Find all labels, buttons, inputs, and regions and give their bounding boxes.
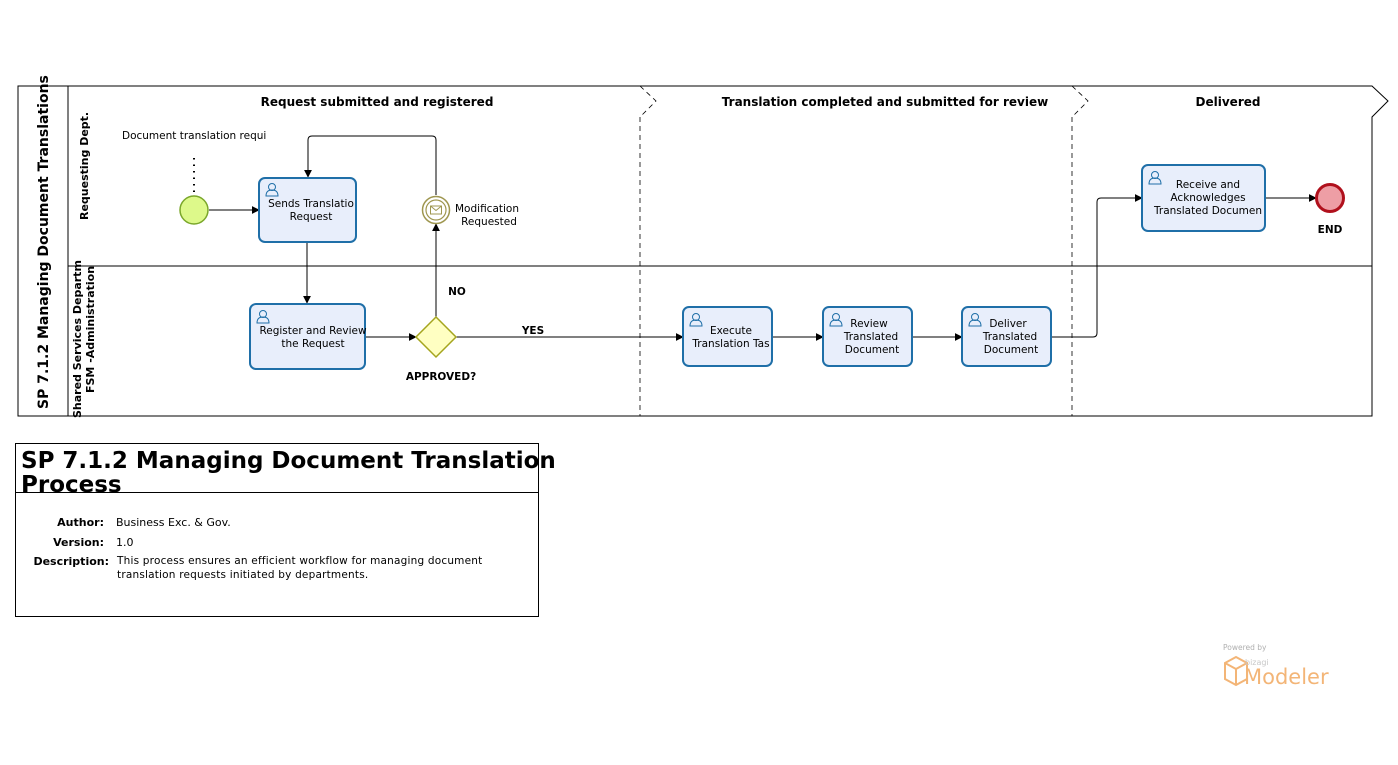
task-register-review[interactable]: Register and Review the Request bbox=[249, 303, 367, 370]
process-title: SP 7.1.2 Managing Document Translation P… bbox=[16, 444, 556, 497]
task-sends-translation-request[interactable]: Sends Translatio Request bbox=[258, 177, 357, 243]
watermark-brand: bizagi bbox=[1245, 658, 1269, 667]
author-value: Business Exc. & Gov. bbox=[116, 516, 231, 529]
lane-shared-label-1: Shared Services Departm bbox=[71, 260, 84, 418]
task-label-line: Document bbox=[984, 344, 1038, 356]
task-label-line: Translation Tas bbox=[691, 338, 769, 350]
task-execute-translation[interactable]: Execute Translation Tas bbox=[682, 306, 773, 367]
task-label-line: Acknowledges bbox=[1170, 192, 1245, 204]
event-label-line: Requested bbox=[461, 216, 517, 228]
task-review-translated[interactable]: Review Translated Document bbox=[822, 306, 913, 367]
user-task-icon bbox=[689, 313, 703, 327]
sequence-flows bbox=[209, 135, 1317, 341]
flow-label-yes: YES bbox=[521, 325, 544, 337]
flow-modification-to-sends bbox=[304, 135, 437, 195]
process-title-line-2: Process bbox=[21, 472, 122, 498]
process-info-box: SP 7.1.2 Managing Document Translation P… bbox=[15, 443, 556, 617]
description-line-1: This process ensures an efficient workfl… bbox=[117, 555, 483, 567]
description-label: Description: bbox=[33, 555, 109, 568]
task-label-line: Request bbox=[290, 211, 333, 223]
milestone-title-1: Request submitted and registered bbox=[261, 95, 494, 109]
lane-headers: Requesting Dept. Shared Services Departm… bbox=[71, 112, 97, 418]
user-task-icon bbox=[1148, 171, 1162, 185]
milestone-title-3: Delivered bbox=[1196, 95, 1261, 109]
flow-deliver-to-receive bbox=[1052, 194, 1143, 338]
user-task-icon bbox=[829, 313, 843, 327]
milestone-separators bbox=[639, 85, 1089, 416]
task-deliver-translated[interactable]: Deliver Translated Document bbox=[961, 306, 1052, 367]
task-label-line: Document bbox=[845, 344, 899, 356]
bizagi-logo-icon bbox=[1224, 655, 1248, 687]
process-title-line-1: SP 7.1.2 Managing Document Translation bbox=[21, 448, 556, 474]
watermark-product: Modeler bbox=[1244, 665, 1329, 689]
pool-title: SP 7.1.2 Managing Document Translations bbox=[36, 75, 52, 409]
task-receive-acknowledges[interactable]: Receive and Acknowledges Translated Docu… bbox=[1141, 164, 1266, 232]
task-label-line: Register and Review bbox=[259, 325, 367, 337]
start-annotation: Document translation requi bbox=[122, 130, 266, 142]
start-event[interactable] bbox=[179, 195, 209, 225]
lane-requesting-label: Requesting Dept. bbox=[78, 112, 91, 220]
task-label-line: Review bbox=[850, 318, 888, 330]
task-label-line: Deliver bbox=[989, 318, 1027, 330]
gateway-label: APPROVED? bbox=[406, 371, 476, 383]
user-task-icon bbox=[265, 183, 279, 197]
description-value: This process ensures an efficient workfl… bbox=[117, 554, 517, 582]
task-label-line: Translated bbox=[843, 331, 898, 343]
version-label: Version: bbox=[53, 536, 104, 549]
exclusive-gateway[interactable] bbox=[414, 315, 458, 359]
watermark-powered-by: Powered by bbox=[1223, 643, 1267, 652]
version-value: 1.0 bbox=[116, 536, 134, 549]
flow-label-no: NO bbox=[448, 286, 466, 298]
user-task-icon bbox=[968, 313, 982, 327]
task-label-line: the Request bbox=[281, 338, 344, 350]
task-label-line: Translated bbox=[982, 331, 1037, 343]
message-event-modification-requested[interactable] bbox=[421, 195, 451, 225]
end-label: END bbox=[1318, 224, 1343, 236]
end-event[interactable] bbox=[1315, 183, 1345, 213]
task-label-line: Execute bbox=[710, 325, 752, 337]
description-line-2: translation requests initiated by depart… bbox=[117, 569, 369, 581]
task-label-line: Sends Translatio bbox=[268, 198, 354, 210]
user-task-icon bbox=[256, 310, 270, 324]
bizagi-watermark: Powered by bizagi Modeler bbox=[1223, 643, 1329, 689]
milestone-title-2: Translation completed and submitted for … bbox=[722, 95, 1048, 109]
author-label: Author: bbox=[57, 516, 104, 529]
event-label-line: Modification bbox=[455, 203, 519, 215]
lane-shared-label-2: FSM -Administration bbox=[84, 266, 97, 393]
task-label-line: Receive and bbox=[1176, 179, 1240, 191]
task-label-line: Translated Documen bbox=[1153, 205, 1262, 217]
